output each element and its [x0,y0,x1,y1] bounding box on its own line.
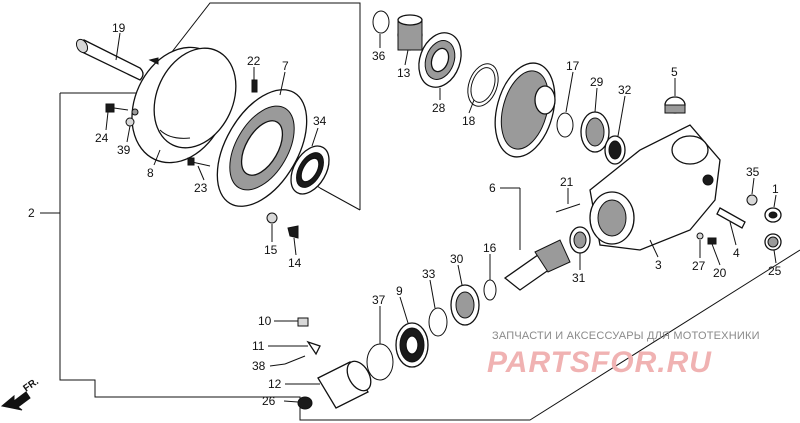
part-10-nut [297,317,309,327]
callout-8: 8 [147,166,154,180]
part-37-o-ring [366,343,394,381]
part-8-cover [131,46,237,164]
part-33-shim [428,307,448,337]
part-39-washer [125,117,135,127]
callout-16: 16 [483,241,497,255]
callout-39: 39 [117,143,131,157]
part-5-cap [664,96,686,114]
callout-1: 1 [772,182,779,196]
part-15-nut [266,212,278,224]
part-18-shim [467,63,499,107]
callout-26: 26 [262,394,276,408]
callout-35: 35 [746,165,760,179]
watermark-logo: PARTSFOR.RU [487,346,712,379]
callout-21: 21 [560,175,574,189]
callout-19: 19 [112,21,126,35]
callout-33: 33 [422,267,436,281]
part-17-shim [556,112,574,138]
callout-36: 36 [372,49,386,63]
part-35-cap [746,194,758,206]
watermark: ЗАПЧАСТИ И АКСЕССУАРЫ ДЛЯ МОТОТЕХНИКИ PA… [487,330,760,379]
assembly-outline [40,2,800,421]
part-20-bolt [707,237,717,245]
callout-5: 5 [671,65,678,79]
part-24-bolt [105,103,129,113]
part-32-oil-seal [604,135,626,165]
callout-3: 3 [655,258,662,272]
part-3-gear-case [589,124,721,251]
part-25-plug [764,233,782,251]
callout-10: 10 [258,314,272,328]
part-16-snap-ring [483,279,497,301]
part-14-clip [287,225,299,239]
callout-4: 4 [733,246,740,260]
part-6-ring-gear [494,62,556,158]
callout-15: 15 [264,243,278,257]
callout-38: 38 [252,359,266,373]
callout-24: 24 [95,131,109,145]
watermark-caption: ЗАПЧАСТИ И АКСЕССУАРЫ ДЛЯ МОТОТЕХНИКИ [492,330,760,342]
callout-14: 14 [288,256,302,270]
callout-6: 6 [489,181,496,195]
part-38-bolt [284,355,306,365]
callout-34: 34 [313,114,327,128]
callout-2: 2 [28,206,35,220]
callout-11: 11 [252,339,265,353]
part-1-plug [764,207,782,223]
part-6-pinion-shaft [503,239,571,291]
part-13-needle-bearing [397,14,423,51]
callout-32: 32 [618,83,632,97]
callout-13: 13 [397,66,411,80]
part-28-ball-bearing [418,32,462,88]
part-11-clip [306,340,321,356]
front-direction-label: FR. [21,376,41,394]
callout-28: 28 [432,101,446,115]
part-23-bolt [187,157,211,167]
callout-9: 9 [396,284,403,298]
part-19-pin [75,38,144,81]
callout-29: 29 [590,75,604,89]
callout-27: 27 [692,259,706,273]
callout-17: 17 [566,59,580,73]
part-4-breather [716,207,746,229]
part-30-bearing [450,284,480,326]
part-12-sleeve [317,360,372,409]
part-27-washer [696,232,704,240]
callout-23: 23 [194,181,208,195]
callout-25: 25 [768,264,782,278]
callout-labels: 19 22 7 24 39 8 23 34 15 14 2 36 13 28 1… [28,21,782,408]
callout-31: 31 [572,271,586,285]
callout-12: 12 [268,377,282,391]
part-26-cap [297,396,313,410]
callout-20: 20 [713,266,727,280]
front-direction-indicator: FR. [0,376,41,411]
part-9-spline-coupler [395,322,429,368]
part-21-stud [555,203,581,213]
callout-22: 22 [247,54,261,68]
callout-7: 7 [282,59,289,73]
part-34-oil-seal [290,145,330,195]
callout-37: 37 [372,293,386,307]
part-22-bolt [251,79,258,93]
part-7-bearing-plate [216,89,308,207]
callout-30: 30 [450,252,464,266]
callout-18: 18 [462,114,476,128]
part-31-bearing [569,226,591,254]
leader-lines [105,32,777,403]
front-arrow-icon [0,391,31,411]
part-36-snap-ring [372,10,390,34]
